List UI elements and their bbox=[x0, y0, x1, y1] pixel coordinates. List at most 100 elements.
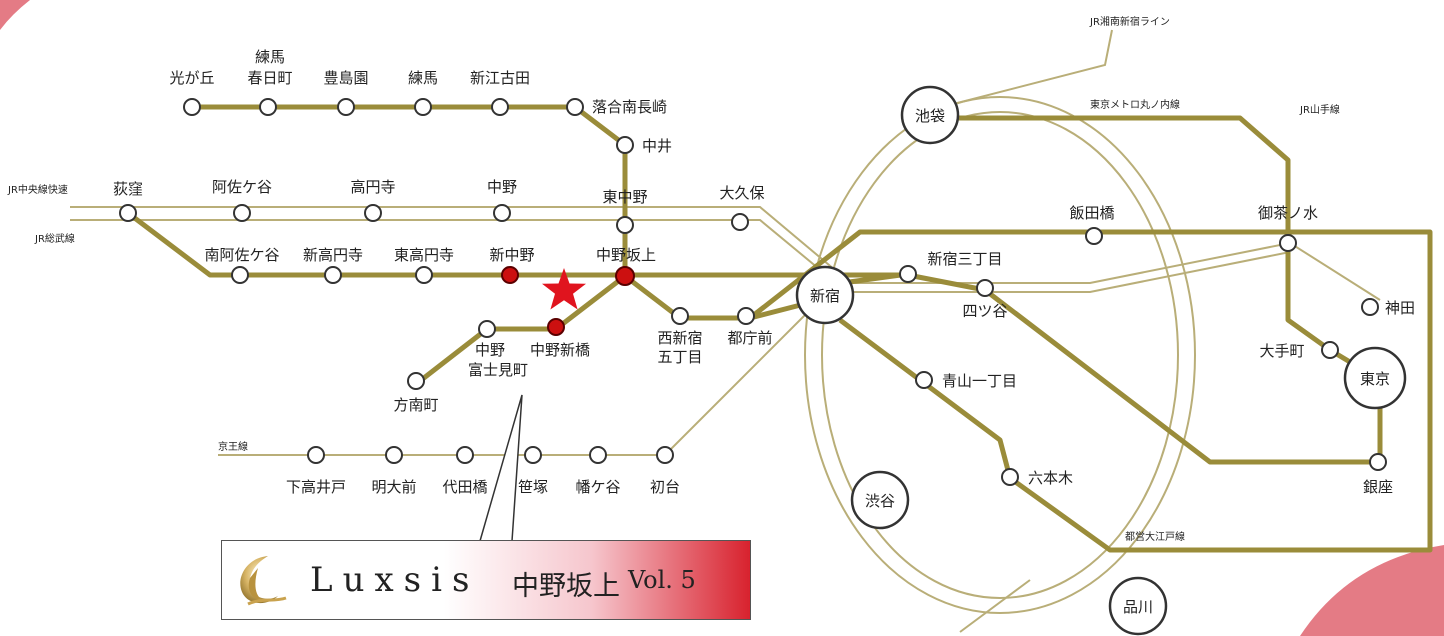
station-ginza bbox=[1369, 453, 1387, 471]
property-area: 中野坂上 bbox=[512, 571, 620, 602]
highlight-stations bbox=[501, 266, 635, 336]
label-koenji: 高円寺 bbox=[350, 178, 395, 196]
station-kanda bbox=[1361, 298, 1379, 316]
station-shimotakaido bbox=[307, 446, 325, 464]
label-aoyama-itchome: 青山一丁目 bbox=[942, 372, 1017, 390]
hub-shibuya bbox=[850, 470, 910, 530]
label-minami-asagaya: 南阿佐ケ谷 bbox=[204, 246, 279, 264]
label-hatsudai: 初台 bbox=[650, 478, 680, 496]
label-shinjuku-sanchome: 新宿三丁目 bbox=[927, 250, 1002, 268]
station-higashi-nakano bbox=[616, 216, 634, 234]
station-okubo bbox=[731, 213, 749, 231]
station-hikarigaoka bbox=[183, 98, 201, 116]
label-ochiai-minami-nagasaki: 落合南長崎 bbox=[592, 98, 667, 116]
station-honancho bbox=[407, 372, 425, 390]
station-nishi-shinjuku-5 bbox=[671, 307, 689, 325]
label-jr-shonan-shinjuku: JR湘南新宿ライン bbox=[1089, 15, 1170, 28]
station-roppongi bbox=[1001, 468, 1019, 486]
station-shinjuku-sanchome bbox=[899, 265, 917, 283]
station-tochomae bbox=[737, 307, 755, 325]
station-ochanomizu bbox=[1279, 234, 1297, 252]
station-markers bbox=[119, 98, 1387, 486]
station-koenji bbox=[364, 204, 382, 222]
label-nakano-fujimicho-2: 富士見町 bbox=[468, 361, 528, 379]
station-yotsuya bbox=[976, 279, 994, 297]
label-jr-chuo-rapid: JR中央線快速 bbox=[7, 183, 68, 196]
station-shin-egota bbox=[491, 98, 509, 116]
station-nerima bbox=[414, 98, 432, 116]
station-nakano-sakaue bbox=[615, 266, 635, 286]
label-sasazuka: 笹塚 bbox=[518, 478, 548, 496]
hub-label-shibuya: 渋谷 bbox=[865, 492, 895, 510]
corner-accent-bottom-right bbox=[1300, 545, 1444, 636]
property-volume: Vol. 5 bbox=[628, 566, 696, 594]
label-toshimaen: 豊島園 bbox=[323, 69, 368, 87]
label-yamanote: JR山手線 bbox=[1299, 103, 1340, 116]
station-shin-nakano bbox=[501, 266, 519, 284]
label-keio: 京王線 bbox=[218, 440, 248, 453]
station-hatagaya bbox=[589, 446, 607, 464]
station-aoyama-itchome bbox=[915, 371, 933, 389]
label-higashi-koenji: 東高円寺 bbox=[394, 246, 454, 264]
station-toshimaen bbox=[337, 98, 355, 116]
station-hatsudai bbox=[656, 446, 674, 464]
station-sasazuka bbox=[524, 446, 542, 464]
label-ogikubo: 荻窪 bbox=[113, 180, 143, 198]
brand-name: Luxsis bbox=[310, 560, 480, 600]
label-nishi-shinjuku-5-2: 五丁目 bbox=[657, 348, 702, 366]
hub-shinagawa bbox=[1108, 576, 1168, 636]
label-nakano-sakaue: 中野坂上 bbox=[596, 246, 656, 264]
hub-label-shinjuku: 新宿 bbox=[810, 287, 840, 305]
station-nakai bbox=[616, 136, 634, 154]
station-minami-asagaya bbox=[231, 266, 249, 284]
label-marunouchi: 東京メトロ丸ノ内線 bbox=[1090, 98, 1180, 111]
label-yotsuya: 四ツ谷 bbox=[962, 302, 1007, 320]
station-ogikubo bbox=[119, 204, 137, 222]
label-shin-nakano: 新中野 bbox=[489, 246, 534, 264]
label-tochomae: 都庁前 bbox=[727, 329, 772, 347]
label-honancho: 方南町 bbox=[393, 396, 438, 414]
label-higashi-nakano: 東中野 bbox=[602, 188, 647, 206]
station-labels: 光が丘 練馬 春日町 豊島園 練馬 新江古田 落合南長崎 中井 荻窪 阿佐ケ谷 … bbox=[113, 48, 1415, 496]
label-oedo: 都営大江戸線 bbox=[1125, 530, 1185, 543]
label-ochanomizu: 御茶ノ水 bbox=[1258, 204, 1318, 222]
station-ochiai-minami-nagasaki bbox=[566, 98, 584, 116]
label-ginza: 銀座 bbox=[1363, 478, 1393, 496]
label-nerima: 練馬 bbox=[408, 69, 438, 87]
hub-ikebukuro bbox=[900, 85, 960, 145]
label-asagaya: 阿佐ケ谷 bbox=[212, 178, 272, 196]
station-nakano-shimbashi bbox=[547, 318, 565, 336]
property-callout bbox=[221, 540, 751, 620]
station-nakano-fujimicho bbox=[478, 320, 496, 338]
label-hatagaya: 幡ケ谷 bbox=[575, 478, 620, 496]
label-daitabashi: 代田橋 bbox=[442, 478, 487, 496]
label-otemachi: 大手町 bbox=[1259, 342, 1304, 360]
label-shin-egota: 新江古田 bbox=[470, 69, 530, 87]
hub-stations bbox=[795, 85, 1407, 636]
label-hikarigaoka: 光が丘 bbox=[169, 69, 214, 87]
callout-pointer bbox=[479, 394, 523, 542]
label-nakano: 中野 bbox=[487, 178, 517, 196]
label-nerima-kasugacho-2: 春日町 bbox=[247, 69, 292, 87]
label-shimotakaido: 下高井戸 bbox=[286, 478, 346, 496]
label-iidabashi: 飯田橋 bbox=[1069, 204, 1114, 222]
station-nakano bbox=[493, 204, 511, 222]
station-asagaya bbox=[233, 204, 251, 222]
hub-shinjuku bbox=[795, 265, 855, 325]
hub-label-ikebukuro: 池袋 bbox=[915, 107, 945, 125]
station-shin-koenji bbox=[324, 266, 342, 284]
label-nerima-kasugacho-1: 練馬 bbox=[255, 48, 285, 66]
hub-tokyo bbox=[1343, 346, 1407, 410]
label-jr-sobu: JR総武線 bbox=[34, 232, 75, 245]
label-meidaimae: 明大前 bbox=[371, 478, 416, 496]
station-nerima-kasugacho bbox=[259, 98, 277, 116]
station-otemachi bbox=[1321, 341, 1339, 359]
station-daitabashi bbox=[456, 446, 474, 464]
label-kanda: 神田 bbox=[1385, 299, 1415, 317]
label-nakai: 中井 bbox=[642, 137, 672, 155]
label-nishi-shinjuku-5-1: 西新宿 bbox=[657, 329, 702, 347]
label-okubo: 大久保 bbox=[719, 184, 764, 202]
brand-logo-icon bbox=[240, 556, 287, 606]
property-star-icon bbox=[542, 268, 586, 310]
label-roppongi: 六本木 bbox=[1028, 469, 1073, 487]
